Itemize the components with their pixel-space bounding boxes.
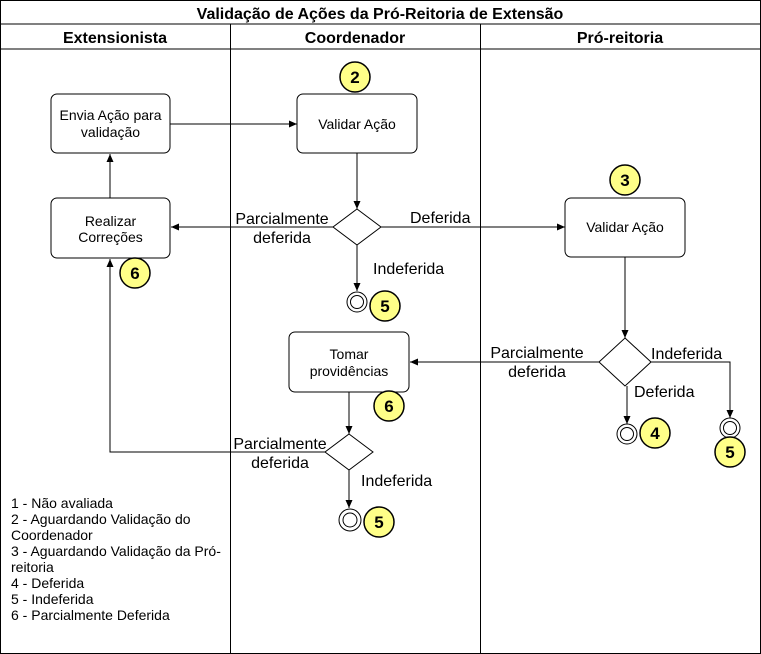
task-realizar-label-2: Correções — [78, 229, 143, 245]
gateway-pro-reitoria[interactable] — [598, 337, 652, 387]
connectors — [106, 120, 734, 508]
badge-3-label: 3 — [620, 171, 629, 190]
diagram-title: Validação de Ações da Pró-Reitoria de Ex… — [197, 6, 564, 23]
label-indeferida-pro: Indeferida — [651, 346, 722, 363]
badge-3-circle — [609, 164, 641, 196]
task-validar-pro-label: Validar Ação — [586, 219, 664, 235]
status-badges — [119, 61, 746, 538]
end-event-deferida[interactable] — [616, 423, 638, 445]
badge-4-circle — [639, 417, 671, 449]
label-deferida-3: deferida — [251, 455, 309, 472]
task-validar-acao-pro-reitoria[interactable] — [564, 197, 686, 258]
badge-5-coord-label: 5 — [380, 297, 389, 316]
end-event-final[interactable] — [338, 508, 362, 532]
legend-line-1: 1 - Não avaliada — [11, 495, 113, 511]
lane-title-extensionista: Extensionista — [63, 30, 167, 47]
badge-5-final-label: 5 — [374, 513, 383, 532]
edge-gateway-to-realizar-2 — [106, 259, 325, 453]
legend-line-7: 5 - Indeferida — [11, 591, 94, 607]
label-deferida-2: deferida — [508, 364, 566, 381]
badge-6-realizar-label: 6 — [130, 264, 139, 283]
legend-line-3: Coordenador — [11, 527, 93, 543]
badge-6-realizar-circle — [119, 257, 151, 289]
lane-title-pro-reitoria: Pró-reitoria — [577, 30, 663, 47]
legend-line-6: 4 - Deferida — [11, 575, 84, 591]
task-envia-acao[interactable] — [50, 93, 171, 154]
gateway-coordenador[interactable] — [332, 208, 382, 246]
badge-2-circle — [339, 61, 371, 93]
gateway-tomar-providencias[interactable] — [324, 433, 374, 471]
badge-6-tomar-label: 6 — [384, 397, 393, 416]
task-validar-acao-coordenador[interactable] — [296, 93, 418, 154]
task-tomar-label-1: Tomar — [330, 346, 369, 362]
task-envia-label-2: validação — [81, 124, 140, 140]
badge-5-pro-circle — [714, 436, 746, 468]
task-envia-label-1: Envia Ação para — [60, 107, 162, 123]
lane-title-coordenador: Coordenador — [305, 30, 405, 47]
label-parcialmente-2: Parcialmente — [490, 345, 583, 362]
task-realizar-label-1: Realizar — [85, 213, 137, 229]
label-parcialmente-3: Parcialmente — [233, 436, 326, 453]
edge-pro-gateway-to-indeferida — [650, 361, 734, 418]
label-indeferida-coord: Indeferida — [373, 261, 444, 278]
label-deferida-top: Deferida — [410, 210, 471, 227]
legend-line-4: 3 - Aguardando Validação da Pró- — [11, 543, 221, 559]
label-deferida-1: deferida — [253, 230, 311, 247]
task-realizar-correcoes[interactable] — [50, 197, 171, 259]
task-tomar-label-2: providências — [310, 363, 389, 379]
task-tomar-providencias[interactable] — [288, 331, 410, 393]
badge-6-tomar-circle — [373, 390, 405, 422]
legend-line-2: 2 - Aguardando Validação do — [11, 511, 191, 527]
badge-5-final-circle — [363, 506, 395, 538]
legend-line-8: 6 - Parcialmente Deferida — [11, 607, 170, 623]
badge-4-label: 4 — [650, 424, 660, 443]
badge-2-label: 2 — [350, 68, 359, 87]
legend-line-5: reitoria — [11, 559, 54, 575]
status-legend: 1 - Não avaliada 2 - Aguardando Validaçã… — [11, 495, 221, 623]
label-parcialmente-1: Parcialmente — [235, 211, 328, 228]
task-validar-coord-label: Validar Ação — [318, 116, 396, 132]
end-event-indeferida-pro[interactable] — [719, 417, 741, 439]
label-indeferida-final: Indeferida — [361, 473, 432, 490]
badge-5-pro-label: 5 — [725, 443, 734, 462]
badge-5-coord-circle — [369, 290, 401, 322]
label-deferida-pro: Deferida — [634, 384, 695, 401]
end-event-coordenador[interactable] — [346, 291, 368, 313]
